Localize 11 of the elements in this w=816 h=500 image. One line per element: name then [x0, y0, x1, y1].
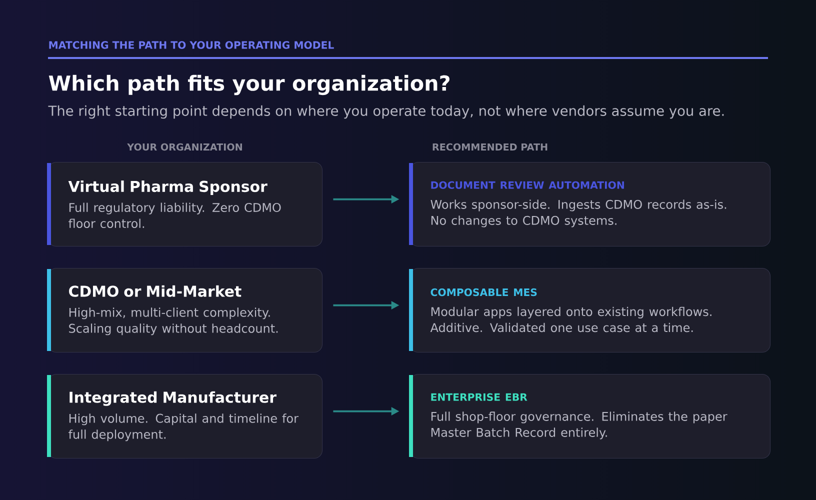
organization-card: CDMO or Mid-Market High-mix, multi-client complexity. Scaling quality without headcount. [47, 268, 323, 353]
recommendation-card: DOCUMENT REVIEW AUTOMATION Works sponsor-side. Ingests CDMO records as-is. No changes to CDMO systems. [409, 162, 771, 247]
column-header: RECOMMENDED PATH [432, 143, 548, 151]
recommendation-card: COMPOSABLE MES Modular apps layered onto existing workflows. Additive. Validated one use case at a time. [409, 268, 771, 353]
title: Which path fits your organization? [48, 74, 450, 96]
column-header: YOUR ORGANIZATION [127, 143, 242, 151]
organization-card: Integrated Manufacturer High volume. Capital and timeline for full deployment. [47, 374, 323, 459]
kicker-text: MATCHING THE PATH TO YOUR OPERATING MODEL [49, 41, 334, 49]
recommendation-card: ENTERPRISE EBR Full shop-floor governance. Eliminates the paper Master Batch Record entirely. [409, 374, 771, 459]
subtitle-text: The right starting point depends on where you operate today, not where vendors assume you are. [48, 105, 724, 119]
organization-card: Virtual Pharma Sponsor Full regulatory liability. Zero CDMO floor control. [47, 162, 323, 247]
